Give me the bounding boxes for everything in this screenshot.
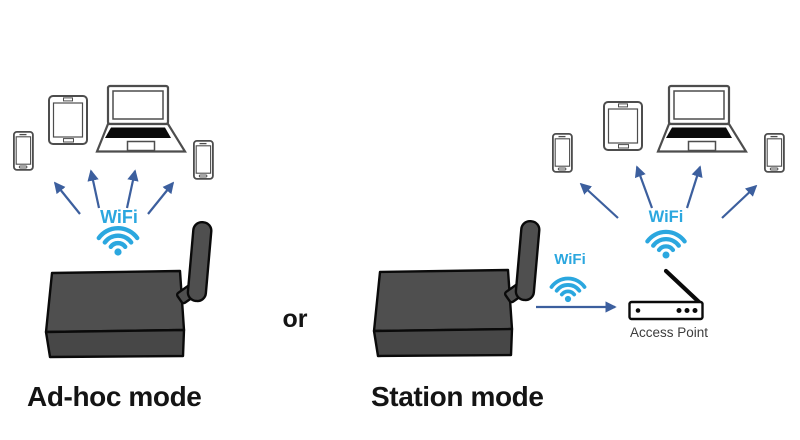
adhoc-wifi-label: WiFi <box>100 207 138 227</box>
station-ap-wifi-label: WiFi <box>648 208 684 226</box>
adhoc-broadcast-arrows <box>53 169 175 215</box>
smartphone-icon <box>192 139 214 180</box>
laptop-icon <box>656 84 748 153</box>
laptop-icon <box>95 84 187 153</box>
smartphone-icon <box>764 132 785 173</box>
tablet-icon <box>48 95 88 145</box>
wifi-signal-icon <box>549 276 587 304</box>
smartphone-icon <box>12 130 34 171</box>
station-link-wifi-label: WiFi <box>554 251 586 268</box>
or-label: or <box>282 305 308 333</box>
access-point-label: Access Point <box>629 325 709 340</box>
wifi-adapter-device <box>372 219 542 358</box>
wifi-signal-icon <box>99 228 137 255</box>
station-mode-title: Station mode <box>371 381 544 412</box>
tablet-icon <box>603 101 643 151</box>
access-point-icon <box>628 268 704 321</box>
station-group <box>372 84 785 358</box>
ap-broadcast-arrows <box>579 165 758 219</box>
wifi-signal-icon <box>647 232 684 259</box>
adhoc-mode-title: Ad-hoc mode <box>27 381 202 412</box>
smartphone-icon <box>552 132 573 173</box>
adhoc-group <box>12 84 214 359</box>
